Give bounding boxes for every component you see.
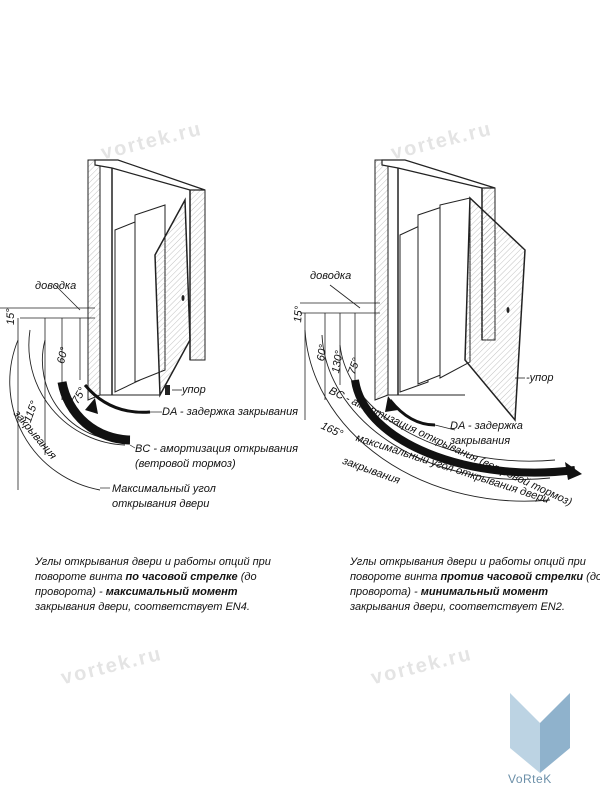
logo-text: VoRteK xyxy=(508,772,552,786)
left-diagram-panel: доводка 15° 60° 75° 115° закрывания упор… xyxy=(0,159,299,613)
door-diagram-clockwise xyxy=(0,159,206,491)
da-arrow xyxy=(83,384,151,414)
label-dovodka: доводка xyxy=(310,270,352,282)
wall xyxy=(374,159,389,401)
door-diagram-counterclockwise xyxy=(300,159,582,502)
label-upor: упор xyxy=(182,384,206,396)
door-handle xyxy=(181,295,185,301)
right-diagram-panel: доводка 15° 60° 130° 75° -упор DA - заде… xyxy=(292,0,600,800)
door-frame xyxy=(381,159,496,189)
caption-counterclockwise: Углы открывания двери и работы опций при… xyxy=(350,556,600,613)
bc-arc xyxy=(57,381,131,445)
vortek-logo-icon xyxy=(510,693,570,773)
label-max-angle: Максимальный угол xyxy=(112,483,216,495)
label-upor: -упор xyxy=(526,372,554,384)
label-bc-sub: (ветровой тормоз) xyxy=(135,458,236,470)
door-handle xyxy=(506,307,510,313)
angle-arcs xyxy=(304,329,556,502)
label-bc: BC - амортизация открывания xyxy=(135,443,299,455)
label-max-angle-sub: открывания двери xyxy=(112,498,210,510)
wall xyxy=(87,159,101,401)
label-da-sub: закрывания xyxy=(450,435,511,447)
angle-15: 15° xyxy=(292,305,306,324)
angle-15: 15° xyxy=(5,308,17,325)
door-leaf xyxy=(154,197,191,398)
label-da: DA - задержка закрывания xyxy=(162,406,299,418)
bc-arc xyxy=(351,379,576,477)
caption-clockwise: Углы открывания двери и работы опций при… xyxy=(35,556,271,613)
door-stop xyxy=(165,385,170,395)
door-leaf xyxy=(464,196,526,422)
label-dovodka: доводка xyxy=(35,280,77,292)
label-da: DA - задержка xyxy=(450,420,523,432)
wall xyxy=(189,189,206,361)
